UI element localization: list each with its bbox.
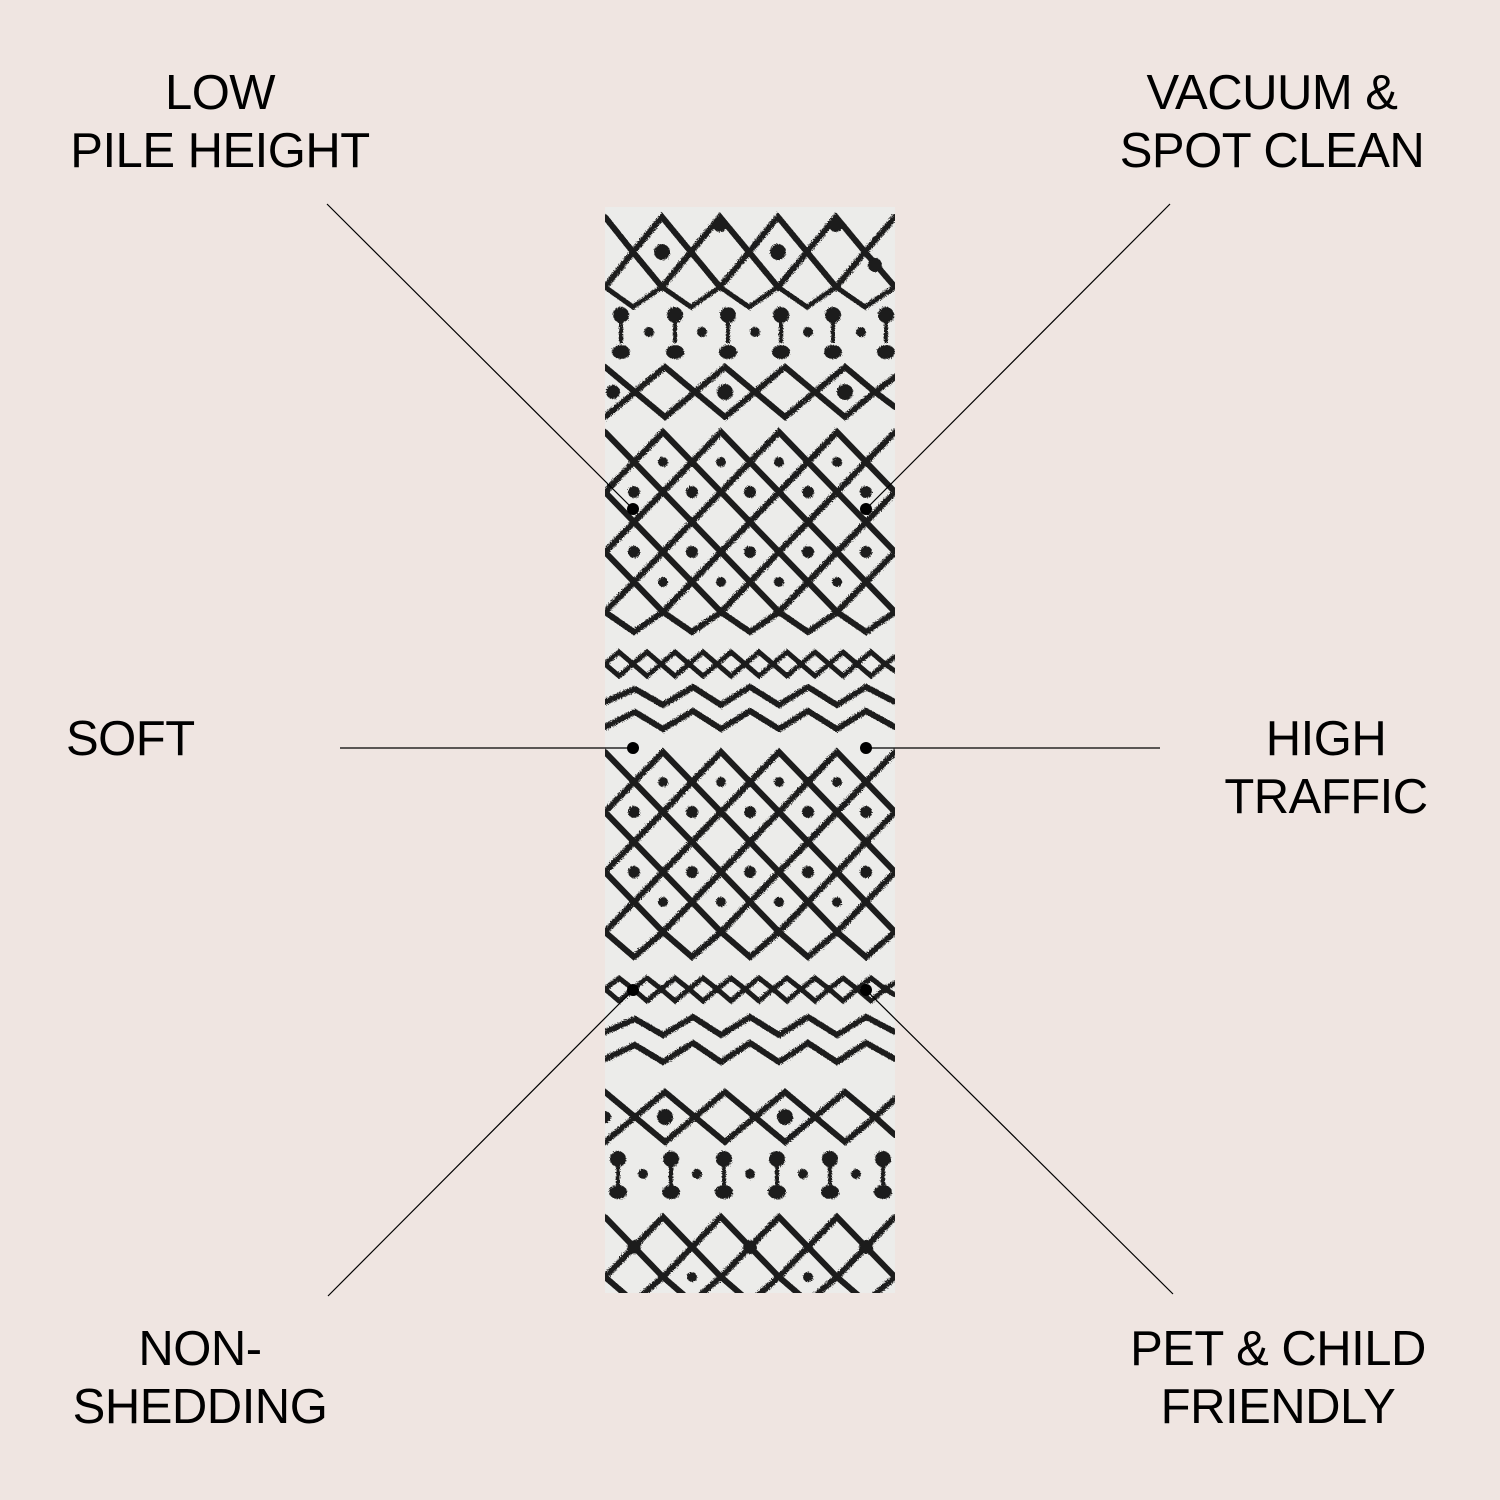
callout-line-vacuum <box>865 203 1171 510</box>
label-line: NON- <box>138 1322 262 1376</box>
label-line: PET & CHILD <box>1130 1322 1426 1376</box>
callout-dot-icon <box>860 503 872 515</box>
label-line: LOW <box>164 66 276 120</box>
label-line: HIGH <box>1265 712 1387 766</box>
callout-line-low-pile <box>326 203 634 510</box>
label-line: TRAFFIC <box>1224 770 1428 824</box>
label-line: VACUUM & <box>1146 66 1398 120</box>
feature-label-vacuum-spot-clean: VACUUM & SPOT CLEAN <box>1108 64 1436 180</box>
callout-line-non-shedding <box>327 989 634 1297</box>
feature-label-non-shedding: NON- SHEDDING <box>66 1320 334 1436</box>
label-line: SHEDDING <box>72 1380 328 1434</box>
feature-label-low-pile-height: LOW PILE HEIGHT <box>64 64 376 180</box>
rug-runner-image <box>605 207 895 1293</box>
label-line: PILE HEIGHT <box>70 124 370 178</box>
rug-pattern <box>605 212 895 1293</box>
label-line: FRIENDLY <box>1160 1380 1396 1434</box>
callout-line-pet-child <box>865 989 1174 1295</box>
callout-dot-icon <box>627 984 639 996</box>
callout-dot-icon <box>627 503 639 515</box>
feature-label-high-traffic: HIGH TRAFFIC <box>1218 710 1434 826</box>
label-line: SOFT <box>66 712 195 766</box>
callout-dot-icon <box>627 742 639 754</box>
label-line: SPOT CLEAN <box>1119 124 1425 178</box>
feature-label-soft: SOFT <box>66 710 195 768</box>
callout-dot-icon <box>860 984 872 996</box>
callout-dot-icon <box>860 742 872 754</box>
feature-label-pet-child-friendly: PET & CHILD FRIENDLY <box>1120 1320 1436 1436</box>
